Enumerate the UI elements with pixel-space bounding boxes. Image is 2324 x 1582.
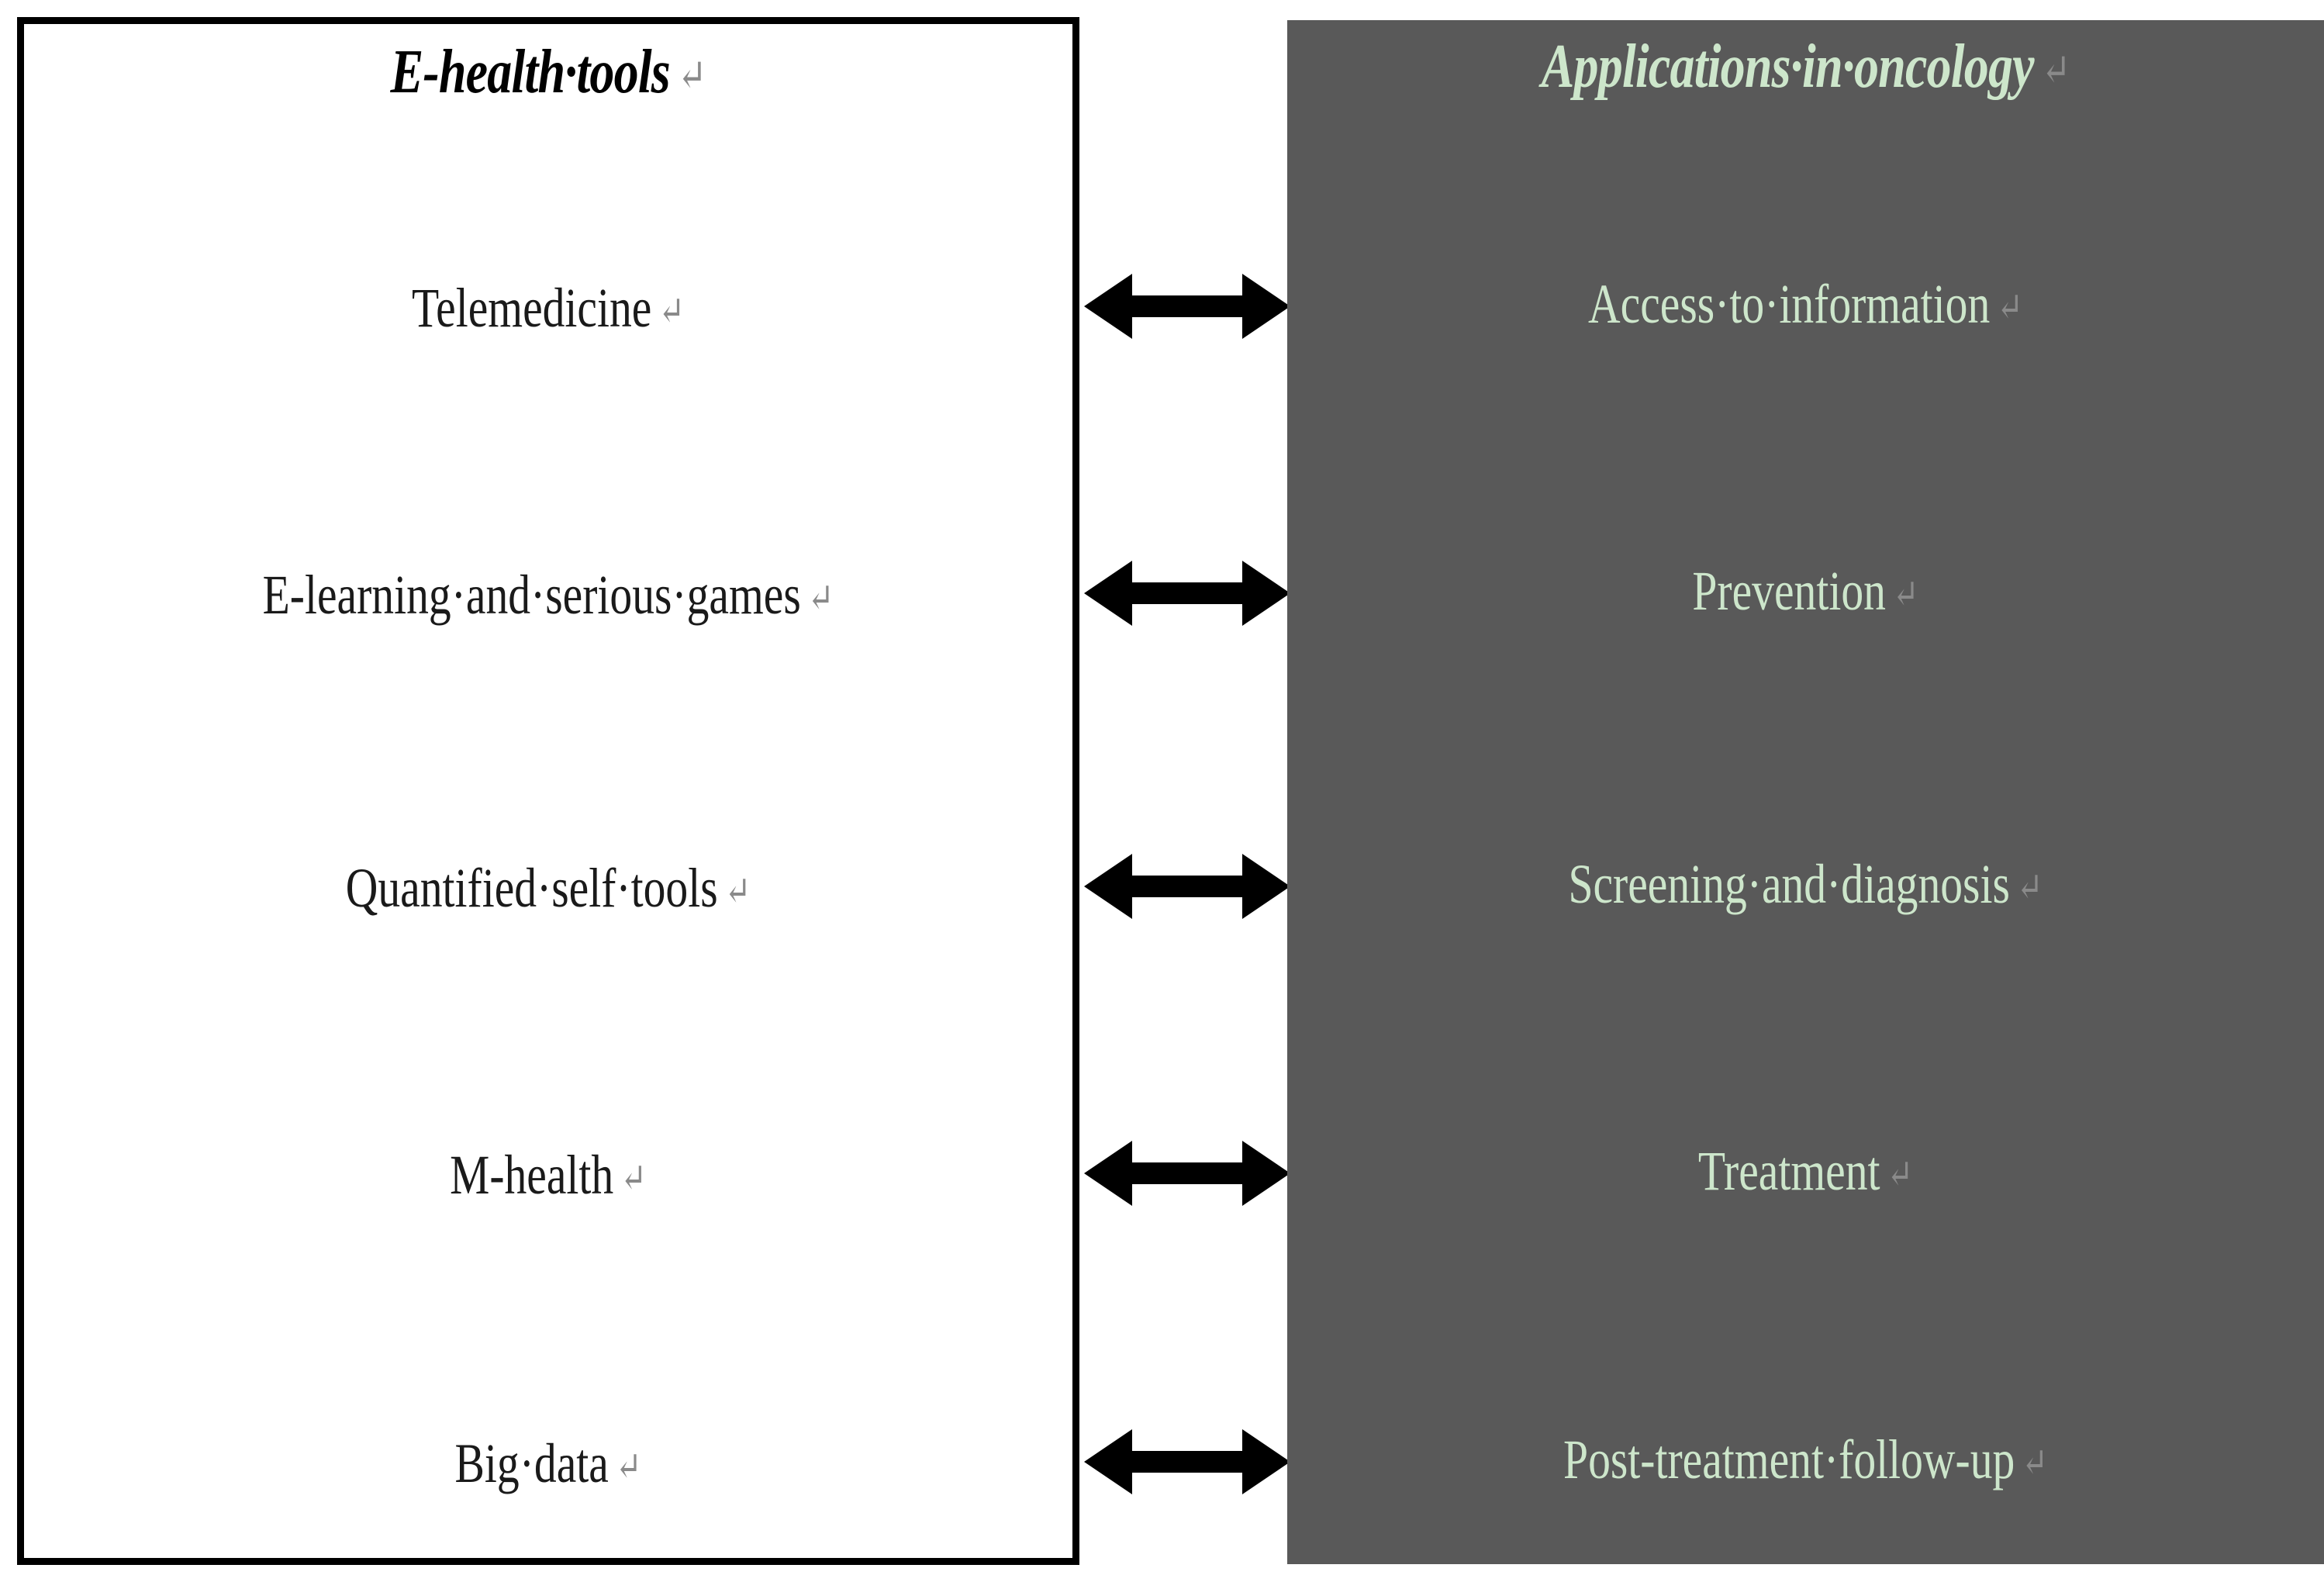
double-arrow-icon-row-1 (1084, 271, 1290, 342)
paragraph-mark-icon: ↵ (724, 869, 751, 914)
double-arrow-icon-row-4 (1084, 1138, 1290, 1209)
paragraph-mark-icon: ↵ (620, 1156, 647, 1200)
left-item-quantified-self-tools: Quantified·self·tools↵ (129, 860, 968, 916)
right-item-screening-and-diagnosis: Screening·and·diagnosis↵ (1391, 856, 2221, 912)
left-item-m-health: M-health↵ (129, 1147, 968, 1203)
paragraph-mark-icon: ↵ (1997, 285, 2023, 330)
right-panel-applications-in-oncology: Applications·in·oncology↵ Access·to·info… (1287, 20, 2324, 1564)
paragraph-mark-icon: ↵ (658, 289, 685, 333)
double-arrow-icon-row-5 (1084, 1426, 1290, 1497)
paragraph-mark-icon: ↵ (807, 576, 834, 620)
paragraph-mark-icon: ↵ (2041, 47, 2071, 95)
right-item-prevention: Prevention↵ (1391, 563, 2221, 619)
paragraph-mark-icon: ↵ (1892, 572, 1919, 617)
left-panel-title: E-health·tools↵ (129, 40, 968, 105)
paragraph-mark-icon: ↵ (2022, 1441, 2048, 1485)
right-item-treatment: Treatment↵ (1391, 1143, 2221, 1199)
double-arrow-icon-row-3 (1084, 851, 1290, 922)
left-item-label: E-learning·and·serious·games (262, 564, 801, 626)
left-item-label: Quantified·self·tools (345, 857, 718, 919)
right-panel-title: Applications·in·oncology↵ (1391, 34, 2221, 99)
right-item-label: Post-treatment·follow-up (1563, 1428, 2015, 1490)
paragraph-mark-icon: ↵ (1887, 1152, 1914, 1197)
left-item-label: Big·data (454, 1432, 609, 1494)
right-item-label: Treatment (1697, 1140, 1880, 1202)
left-item-big-data: Big·data↵ (129, 1435, 968, 1491)
left-item-e-learning-and-serious-games: E-learning·and·serious·games↵ (129, 567, 968, 623)
paragraph-mark-icon: ↵ (2016, 865, 2043, 910)
right-item-label: Access·to·information (1588, 273, 1991, 335)
right-item-label: Screening·and·diagnosis (1568, 853, 2010, 915)
right-item-access-to-information: Access·to·information↵ (1391, 276, 2221, 332)
left-item-label: M-health (450, 1144, 614, 1206)
right-item-post-treatment-follow-up: Post-treatment·follow-up↵ (1391, 1432, 2221, 1487)
paragraph-mark-icon: ↵ (677, 52, 707, 101)
left-item-label: Telemedicine (411, 277, 652, 339)
right-panel-title-text: Applications·in·oncology (1541, 33, 2035, 101)
paragraph-mark-icon: ↵ (615, 1445, 642, 1489)
double-arrow-icon-row-2 (1084, 558, 1290, 629)
left-panel-e-health-tools: E-health·tools↵ Telemedicine↵ E-learning… (17, 17, 1079, 1565)
left-item-telemedicine: Telemedicine↵ (129, 280, 968, 336)
left-panel-title-text: E-health·tools (390, 38, 670, 106)
right-item-label: Prevention (1692, 560, 1886, 622)
